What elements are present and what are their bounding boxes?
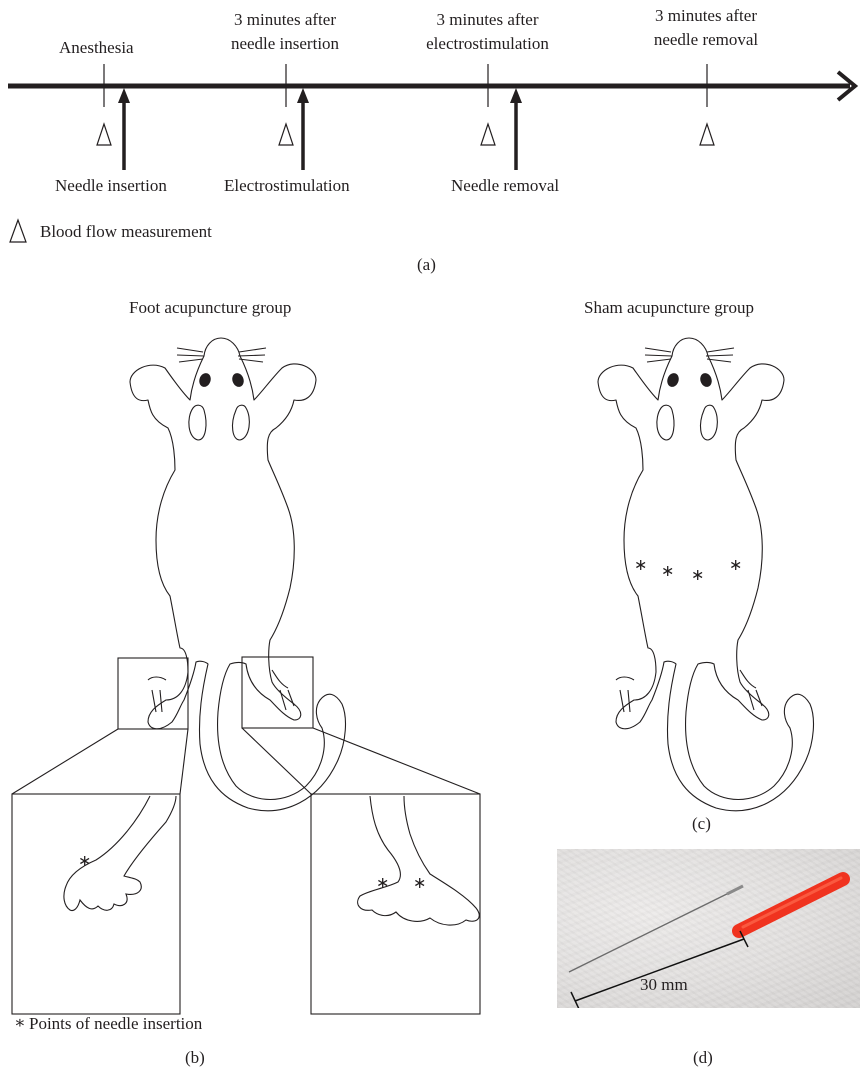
measurement-triangle-icons — [97, 124, 714, 145]
svg-text:∗: ∗ — [661, 563, 674, 580]
svg-text:∗: ∗ — [691, 567, 704, 584]
action-arrows — [118, 88, 522, 170]
enlarged-paws — [64, 796, 479, 925]
insertion-point-markers-b: ∗ ∗ ∗ — [78, 853, 426, 892]
zoom-boxes — [12, 657, 480, 1014]
svg-text:∗: ∗ — [729, 557, 742, 574]
svg-text:∗: ∗ — [413, 875, 426, 892]
rat-sham-group — [598, 338, 813, 811]
rat-foot-group — [130, 338, 345, 811]
timeline-axis — [8, 72, 855, 100]
svg-text:∗: ∗ — [78, 853, 91, 870]
legend-triangle-icon — [10, 220, 26, 242]
insertion-point-markers-c: ∗ ∗ ∗ ∗ — [634, 557, 742, 584]
svg-text:∗: ∗ — [376, 875, 389, 892]
svg-text:∗: ∗ — [634, 557, 647, 574]
